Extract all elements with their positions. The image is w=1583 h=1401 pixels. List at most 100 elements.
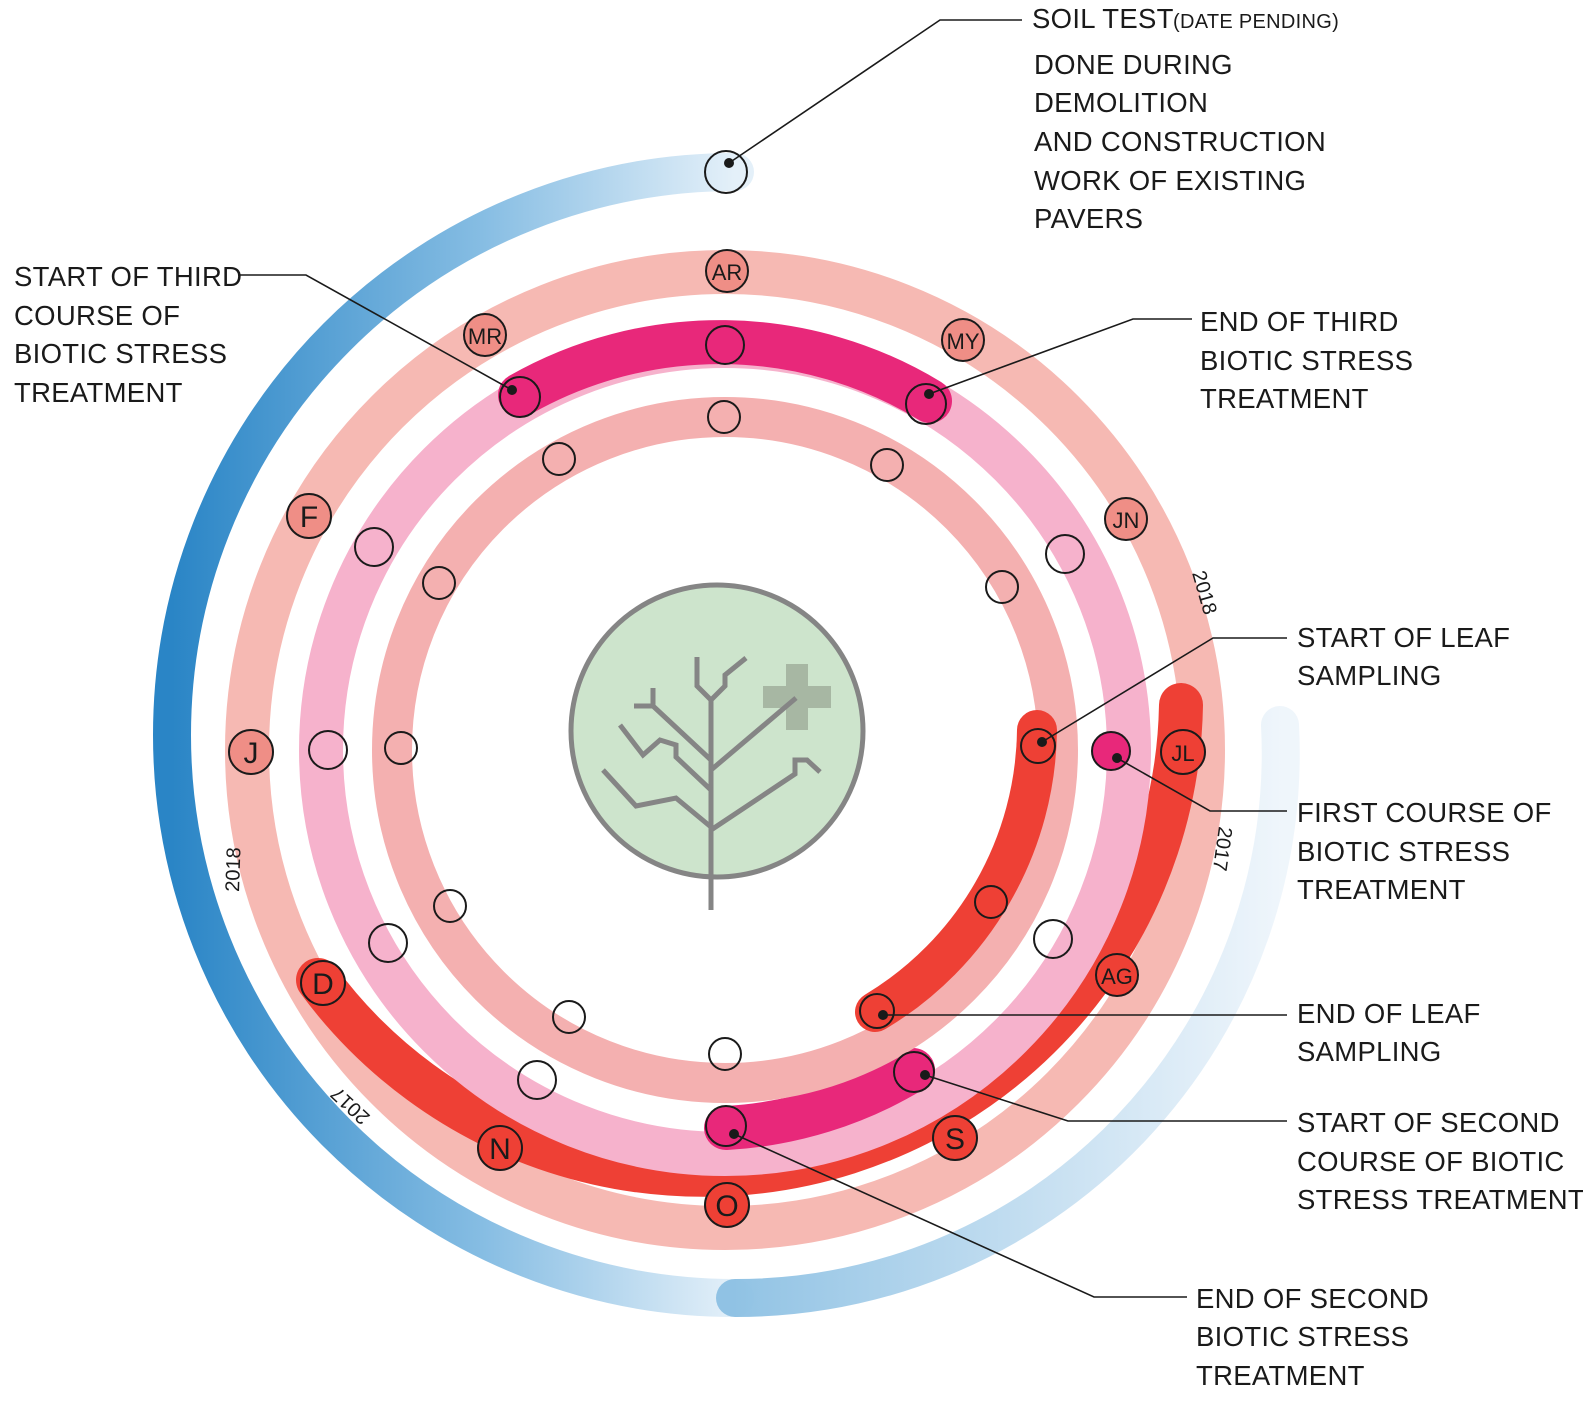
svg-text:COURSE OF BIOTIC: COURSE OF BIOTIC [1297, 1146, 1565, 1177]
year-label-left-upper: 2018 [222, 847, 246, 892]
svg-text:AG: AG [1101, 964, 1133, 989]
treatment-marker [1045, 534, 1085, 574]
leaf-marker [708, 1037, 742, 1071]
svg-text:TREATMENT: TREATMENT [1200, 383, 1369, 414]
svg-text:N: N [489, 1133, 511, 1166]
leaf-marker [552, 1000, 586, 1034]
month-marker-ag: AG [1095, 953, 1139, 997]
leader-lines [238, 19, 1287, 1298]
month-marker-jn: JN [1104, 497, 1148, 541]
svg-text:BIOTIC STRESS: BIOTIC STRESS [1200, 345, 1413, 376]
svg-text:FIRST COURSE OF: FIRST COURSE OF [1297, 797, 1552, 828]
svg-text:END OF LEAF: END OF LEAF [1297, 998, 1481, 1029]
callout-end-second: END OF SECOND BIOTIC STRESS TREATMENT [1196, 1283, 1429, 1391]
soil-test-note: (DATE PENDING) [1173, 11, 1339, 33]
month-marker-jl: JL [1160, 729, 1206, 775]
leaf-marker [542, 442, 576, 476]
tree-emblem [568, 582, 866, 910]
treatment-marker [368, 923, 408, 963]
svg-text:AR: AR [712, 260, 743, 285]
svg-text:PAVERS: PAVERS [1034, 203, 1143, 234]
treatment-marker [308, 730, 348, 770]
second-course-arc [704, 1048, 935, 1150]
month-marker-o: O [704, 1182, 750, 1228]
tree-emblem-circle [568, 582, 866, 880]
first-course-marker [1091, 731, 1131, 771]
leaf-sampling-ring [372, 397, 1078, 1103]
timeline-band-left [153, 153, 754, 1317]
leaf-marker [384, 731, 418, 765]
month-marker-mr: MR [463, 313, 507, 357]
tree-icon [601, 656, 822, 910]
svg-text:TREATMENT: TREATMENT [1297, 874, 1466, 905]
soil-test-timeline-band [153, 150, 1300, 1318]
month-marker-my: MY [941, 318, 985, 362]
svg-text:END OF SECOND: END OF SECOND [1196, 1283, 1429, 1314]
start-leaf-leader [1041, 637, 1287, 743]
svg-text:BIOTIC STRESS: BIOTIC STRESS [1196, 1321, 1409, 1352]
leaf-marker [433, 889, 467, 923]
svg-text:S: S [945, 1123, 965, 1156]
leaf-markers [384, 400, 1056, 1071]
start-second-marker [893, 1051, 935, 1093]
svg-text:WORK OF EXISTING: WORK OF EXISTING [1034, 165, 1306, 196]
svg-text:BIOTIC STRESS: BIOTIC STRESS [14, 338, 227, 369]
callout-start-second: START OF SECOND COURSE OF BIOTIC STRESS … [1297, 1107, 1583, 1215]
month-marker-d: D [300, 960, 346, 1006]
end-third-leader [928, 318, 1192, 395]
month-marker-f: F [286, 493, 332, 539]
treatment-marker [517, 1060, 557, 1100]
leaf-ring-band [372, 397, 1078, 1103]
soil-test-marker [704, 150, 748, 194]
callout-start-leaf: START OF LEAF SAMPLING [1297, 622, 1510, 691]
svg-text:DEMOLITION: DEMOLITION [1034, 87, 1208, 118]
treatment-marker [1033, 919, 1073, 959]
treatment-markers [308, 325, 1085, 1147]
start-second-leader [924, 1074, 1287, 1122]
svg-text:COURSE OF: COURSE OF [14, 300, 180, 331]
svg-text:TREATMENT: TREATMENT [1196, 1360, 1365, 1391]
svg-text:START OF SECOND: START OF SECOND [1297, 1107, 1560, 1138]
svg-text:F: F [300, 501, 318, 534]
month-markers: AR MY JN JL AG S O N [228, 249, 1206, 1228]
end-leaf-marker [859, 993, 895, 1029]
soil-test-leader [728, 19, 1022, 164]
svg-text:BIOTIC STRESS: BIOTIC STRESS [1297, 836, 1510, 867]
svg-text:END OF THIRD: END OF THIRD [1200, 306, 1399, 337]
month-marker-s: S [932, 1115, 978, 1161]
svg-text:AND CONSTRUCTION: AND CONSTRUCTION [1034, 126, 1326, 157]
svg-text:D: D [312, 968, 334, 1001]
timeline-band-tail [716, 706, 1300, 1318]
leaf-marker [707, 400, 741, 434]
start-leaf-marker [1020, 728, 1056, 764]
svg-text:STRESS TREATMENT: STRESS TREATMENT [1297, 1184, 1583, 1215]
svg-text:MY: MY [947, 329, 980, 354]
end-second-leader [733, 1133, 1187, 1298]
callout-end-third: END OF THIRD BIOTIC STRESS TREATMENT [1200, 306, 1413, 414]
svg-text:SAMPLING: SAMPLING [1297, 1036, 1442, 1067]
treatment-marker [705, 325, 745, 365]
end-second-marker [705, 1105, 747, 1147]
start-third-leader [238, 274, 513, 391]
svg-text:DONE DURING: DONE DURING [1034, 49, 1233, 80]
svg-text:START OF THIRD: START OF THIRD [14, 261, 242, 292]
leaf-marker [870, 448, 904, 482]
leaf-marker [422, 566, 456, 600]
first-course-leader [1116, 757, 1287, 812]
svg-text:J: J [244, 737, 259, 770]
svg-text:TREATMENT: TREATMENT [14, 377, 183, 408]
svg-text:JN: JN [1113, 508, 1140, 533]
leaf-marker [974, 885, 1008, 919]
callout-first-course: FIRST COURSE OF BIOTIC STRESS TREATMENT [1297, 797, 1552, 905]
soil-test-title: SOIL TEST [1032, 3, 1174, 34]
leaf-marker [985, 570, 1019, 604]
callout-soil-test: SOIL TEST (DATE PENDING) DONE DURING DEM… [1032, 3, 1339, 234]
treatment-marker [354, 527, 394, 567]
svg-text:JL: JL [1171, 741, 1194, 766]
callout-end-leaf: END OF LEAF SAMPLING [1297, 998, 1481, 1067]
leaf-sampling-arc [855, 710, 1057, 1032]
month-marker-j: J [228, 729, 274, 775]
plus-icon [763, 664, 831, 730]
end-third-marker [905, 383, 947, 425]
